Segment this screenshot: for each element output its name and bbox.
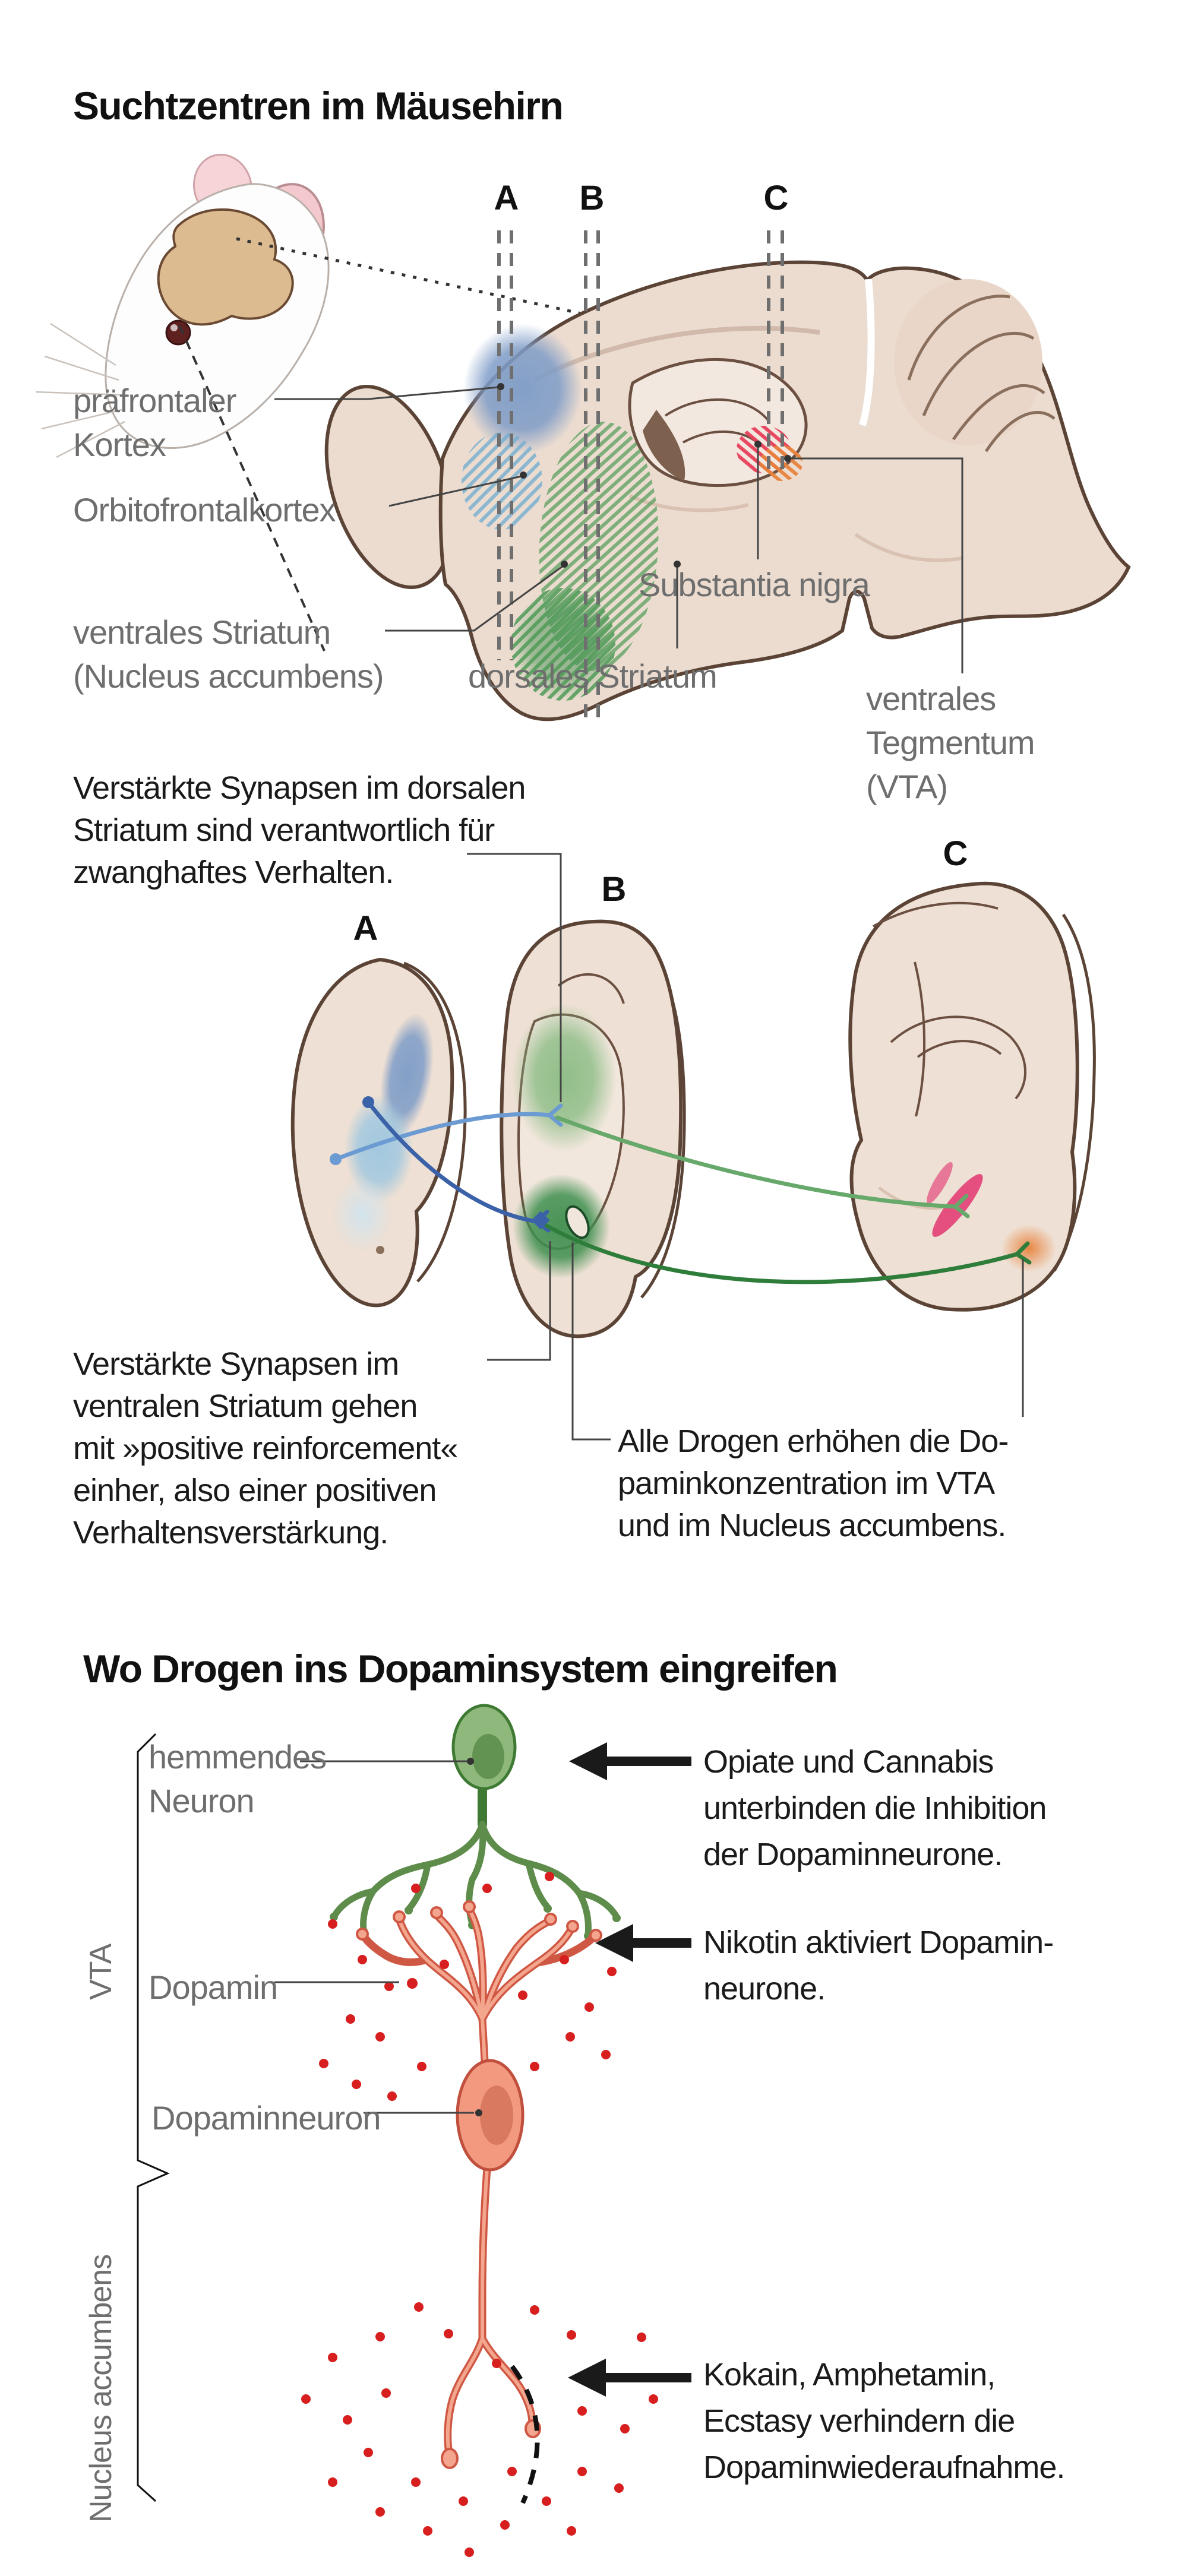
cerebellum-folds (907, 295, 1056, 452)
label-orbitofrontal-cortex: Orbitofrontalkortex (73, 491, 336, 529)
arrow-cocaine-icon (568, 2359, 691, 2397)
label-dopamine-neuron: Dopaminneuron (151, 2099, 381, 2137)
section-label-c: C (763, 179, 789, 217)
caption-all-drugs: Alle Drogen erhöhen die Do- paminkonzent… (618, 1423, 1009, 1543)
label-vta-tegmentum: ventrales Tegmentum (VTA) (866, 680, 1035, 805)
caption-leader-lines (467, 853, 1024, 1441)
slice-label-c: C (943, 834, 968, 873)
slice-label-a: A (353, 909, 378, 948)
slice-label-b: B (601, 870, 627, 909)
label-dorsal-striatum: dorsales Striatum (468, 657, 718, 695)
caption-dorsal-striatum-synapses: Verstärkte Synapsen im dorsalen Striatum… (73, 770, 526, 890)
annotation-opiates: Opiate und Cannabis unterbinden die Inhi… (703, 1744, 1047, 1872)
inhibitory-neuron (330, 1704, 621, 1940)
dopamine-dots-vta (319, 1872, 617, 2101)
label-ventral-striatum: ventrales Striatum (Nucleus accumbens) (73, 613, 384, 695)
label-inhibitory-neuron: hemmendes Neuron (148, 1738, 327, 1819)
mouse-whiskers (35, 322, 125, 458)
label-vta-bracket: VTA (84, 1944, 118, 2000)
annotation-cocaine: Kokain, Amphetamin, Ecstasy verhindern d… (703, 2357, 1065, 2485)
region-bracket (137, 1733, 170, 2502)
slice-a (290, 957, 467, 1308)
label-leader-lines (274, 386, 963, 673)
dopamine-dots-accumbens (301, 2302, 658, 2557)
leader-dots (497, 383, 791, 568)
arrow-opiates-icon (569, 1742, 691, 1780)
section-label-a: A (494, 179, 519, 217)
label-prefrontal-cortex: präfrontaler Kortex (73, 382, 236, 463)
reuptake-block-dashed-arc (510, 2365, 540, 2504)
label-substantia-nigra: Substantia nigra (639, 566, 870, 603)
section-plane-lines (497, 230, 784, 723)
arrow-nicotine-icon (595, 1924, 691, 1962)
sagittal-brain-illustration (274, 230, 1131, 723)
dopamine-system-illustration (137, 1704, 691, 2557)
region-ventral-striatum (511, 588, 615, 701)
slice-c (848, 881, 1096, 1312)
label-nucleus-accumbens-bracket: Nucleus accumbens (84, 2254, 118, 2523)
annotation-nicotine: Nikotin aktiviert Dopamin- neurone. (703, 1925, 1054, 2007)
section3-title: Wo Drogen ins Dopaminsystem eingreifen (83, 1647, 838, 1691)
fornix (643, 410, 685, 481)
coronal-slices-illustration (290, 853, 1096, 1441)
neuron-label-leaders (274, 1760, 474, 2114)
section-label-b: B (579, 179, 605, 217)
zoom-wedge-dashed-line (178, 325, 326, 651)
annotation-arrows (568, 1742, 691, 2397)
mouse-brain-patch (157, 208, 294, 326)
section1-title: Suchtzentren im Mäusehirn (73, 84, 564, 128)
caption-ventral-striatum-synapses: Verstärkte Synapsen im ventralen Striatu… (73, 1346, 458, 1550)
region-prefrontal-cortex (463, 324, 582, 454)
dopamine-neuron (356, 1900, 602, 2469)
cerebellum (894, 279, 1042, 445)
label-dopamine: Dopamin (148, 1969, 278, 2006)
